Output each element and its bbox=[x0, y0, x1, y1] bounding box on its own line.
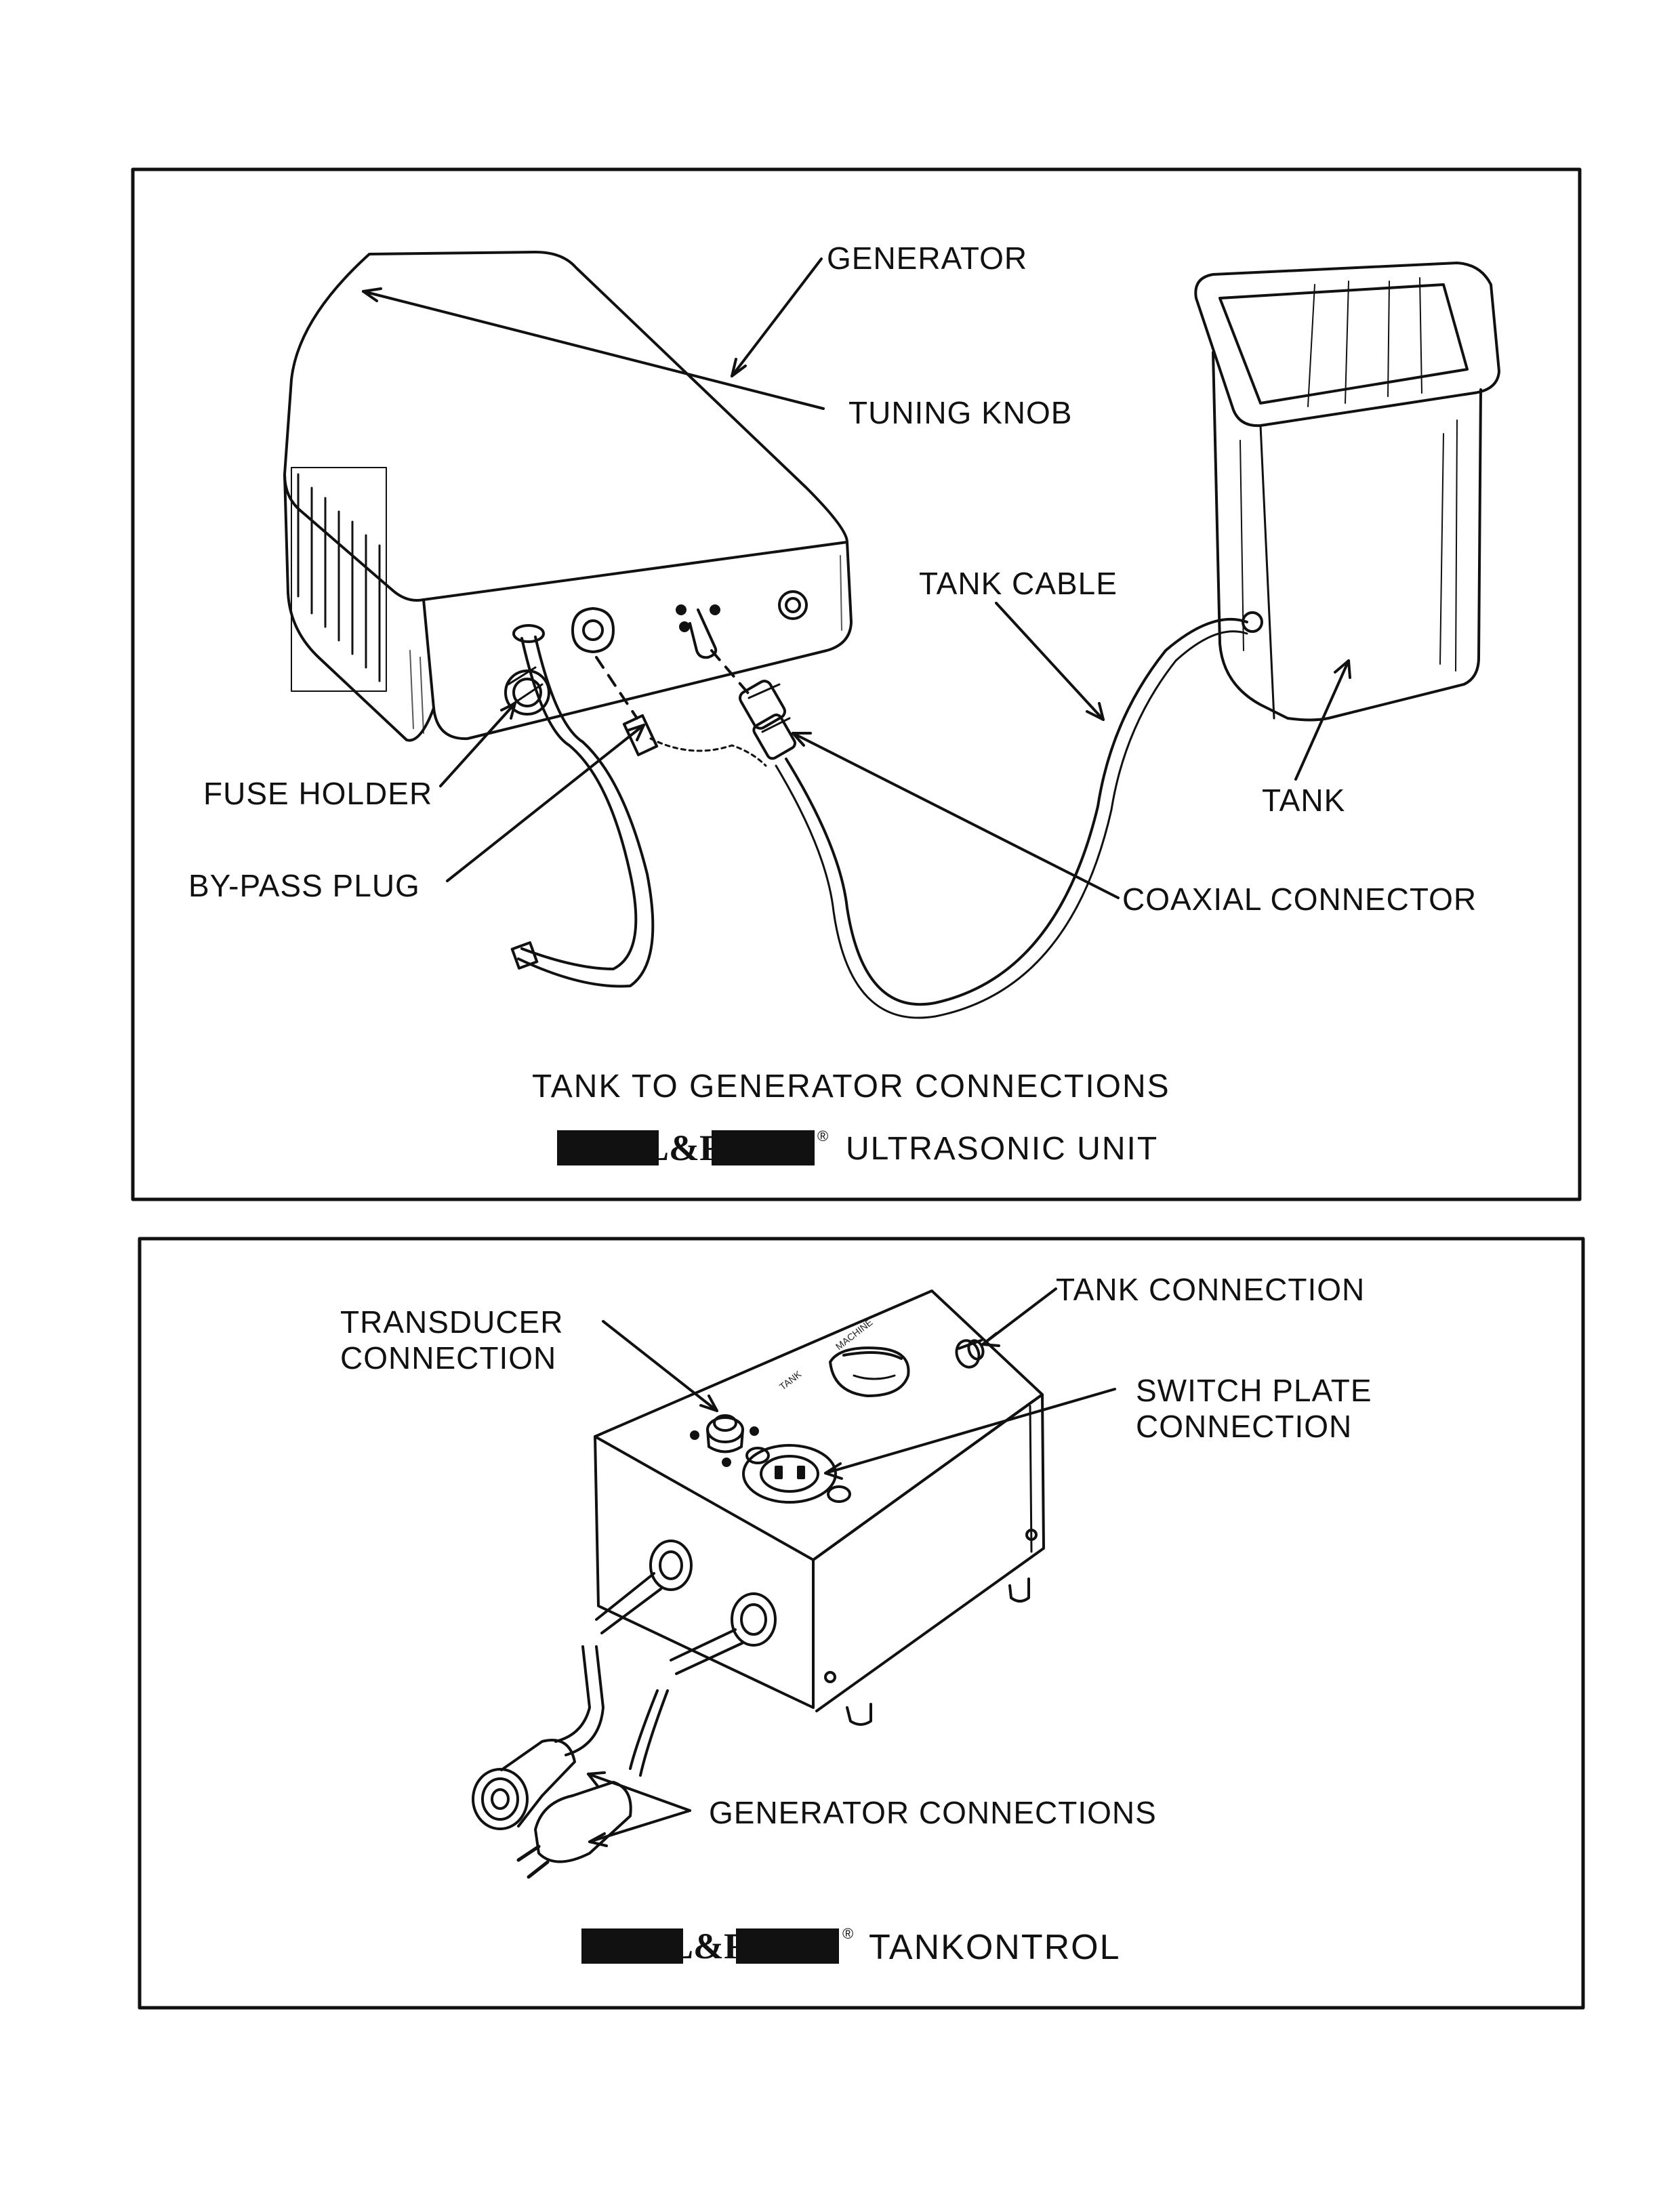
fuse-holder-pointer bbox=[439, 702, 516, 787]
tank-cable bbox=[785, 617, 1248, 1006]
bypass-plug-pointer bbox=[446, 724, 645, 882]
label-coaxial-connector: COAXIAL CONNECTOR bbox=[1122, 882, 1477, 917]
label-tank: TANK bbox=[1262, 783, 1346, 818]
tank bbox=[1194, 262, 1500, 722]
generator-connections-pointer-2 bbox=[588, 1809, 691, 1843]
switch-plate-pointer bbox=[824, 1388, 1116, 1474]
lr-logo-1: L&R bbox=[557, 1130, 815, 1165]
bypass-plug bbox=[595, 656, 767, 767]
label-fuse-holder: FUSE HOLDER bbox=[203, 776, 433, 811]
lr-logo-2: L&R bbox=[581, 1928, 839, 1964]
panel1-caption: TANK TO GENERATOR CONNECTIONS bbox=[532, 1069, 1170, 1105]
transducer-socket bbox=[690, 1414, 759, 1467]
label-generator: GENERATOR bbox=[827, 241, 1028, 276]
front-knob bbox=[778, 590, 808, 620]
generator-housing bbox=[283, 251, 853, 742]
tank-connection-fitting bbox=[955, 1339, 985, 1369]
tankontrol-box bbox=[594, 1289, 1045, 1726]
reg-mark-1: ® bbox=[817, 1128, 829, 1144]
tank-cable-pointer bbox=[995, 602, 1105, 721]
generator-connections-pointer-1 bbox=[587, 1773, 691, 1812]
label-tank-cable: TANK CABLE bbox=[919, 566, 1118, 601]
label-bypass-plug: BY-PASS PLUG bbox=[188, 868, 420, 903]
label-transducer-connection: TRANSDUCER CONNECTION bbox=[340, 1304, 564, 1376]
reg-mark-2: ® bbox=[842, 1925, 854, 1942]
box-cable-glands bbox=[595, 1540, 777, 1675]
panel-2-frame bbox=[138, 1237, 1585, 2010]
coaxial-connector bbox=[739, 680, 796, 760]
label-tank-connection: TANK CONNECTION bbox=[1056, 1272, 1366, 1307]
bypass-socket bbox=[571, 607, 615, 653]
panel1-product: ULTRASONIC UNIT bbox=[846, 1131, 1159, 1167]
switch-plate-outlet bbox=[742, 1444, 851, 1504]
coaxial-connector-pointer bbox=[792, 732, 1120, 899]
generator-pointer bbox=[731, 257, 823, 377]
panel-1-frame bbox=[131, 167, 1582, 1201]
tank-machine-switch bbox=[829, 1346, 910, 1397]
label-switch-plate-connection: SWITCH PLATE CONNECTION bbox=[1136, 1373, 1372, 1445]
tuning-knob-pointer bbox=[362, 290, 825, 410]
fuse-holder bbox=[504, 666, 550, 716]
lr-logo-2-text: L&R bbox=[669, 1928, 751, 1964]
tank-pointer bbox=[1294, 659, 1350, 781]
label-tuning-knob: TUNING KNOB bbox=[848, 395, 1073, 430]
transducer-pointer bbox=[602, 1320, 718, 1412]
power-cord bbox=[517, 636, 655, 988]
panel2-product: TANKONTROL bbox=[869, 1928, 1121, 1967]
lr-logo-1-text: L&R bbox=[644, 1130, 726, 1165]
label-generator-connections: GENERATOR CONNECTIONS bbox=[709, 1795, 1157, 1830]
generator-connector-cables bbox=[472, 1645, 669, 1879]
